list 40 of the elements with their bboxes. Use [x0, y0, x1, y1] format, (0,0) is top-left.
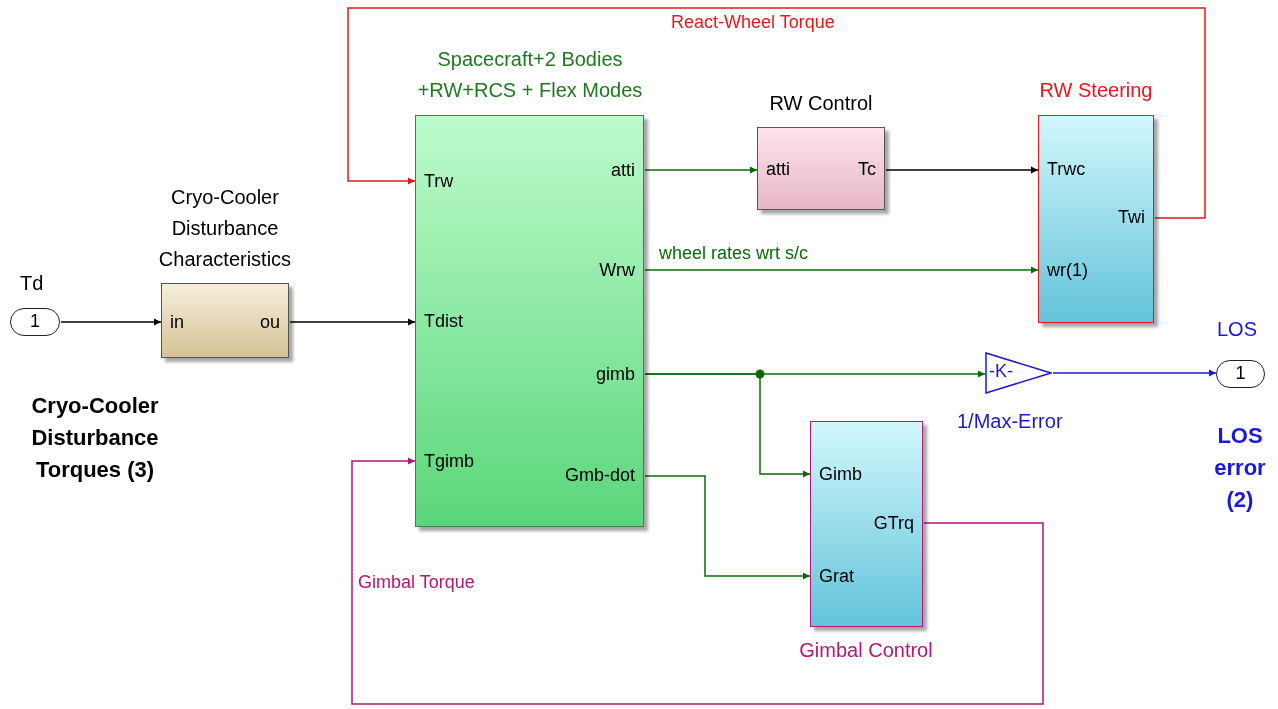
edge-label: Gimbal Torque	[356, 572, 477, 593]
port-label: Twi	[1118, 207, 1145, 227]
signal-line	[644, 475, 811, 580]
port-label: Trwc	[1047, 159, 1086, 179]
edge-label: React-Wheel Torque	[669, 12, 837, 33]
annotation-text: Cryo-Cooler Disturbance Torques (3)	[30, 392, 160, 484]
port-label: Wrw	[599, 260, 635, 280]
port-label: Tc	[858, 159, 876, 179]
port-label: Gimb	[819, 464, 862, 484]
port-label: atti	[611, 160, 635, 180]
signal-line	[644, 266, 1039, 274]
block-title: RW Steering	[1038, 78, 1154, 103]
port-label: in	[170, 312, 184, 332]
annotation-text: LOS error (2)	[1213, 422, 1267, 514]
port-label: Tgimb	[424, 451, 474, 471]
signal-line	[885, 166, 1039, 174]
port-label: GTrq	[873, 513, 914, 533]
block-caption: Td	[20, 272, 44, 295]
signal-line	[347, 7, 1206, 219]
signal-line	[60, 318, 162, 326]
signal-line	[1052, 369, 1217, 377]
gain-triangle: -K-	[985, 352, 1052, 394]
signal-line	[289, 318, 416, 326]
port-label: Trw	[424, 171, 454, 191]
block-title: Spacecraft+2 Bodies +RW+RCS + Flex Modes	[416, 47, 644, 103]
signal-line	[644, 166, 758, 174]
block-title: Cryo-Cooler Disturbance Characteristics	[157, 185, 293, 272]
port-label: gimb	[596, 364, 635, 384]
port-label: Gmb-dot	[564, 465, 635, 485]
port-label: wr(1)	[1047, 260, 1088, 280]
port-label: Tdist	[424, 311, 463, 331]
port-label: atti	[766, 159, 790, 179]
port-label: ou	[259, 312, 280, 332]
port-label: Grat	[819, 566, 854, 586]
block-caption: 1/Max-Error	[957, 410, 1063, 433]
block-title: RW Control	[768, 91, 874, 116]
block-caption: LOS	[1217, 318, 1258, 341]
signal-line	[644, 373, 811, 478]
block-title: Gimbal Control	[798, 638, 934, 663]
signal-line	[351, 457, 1044, 705]
